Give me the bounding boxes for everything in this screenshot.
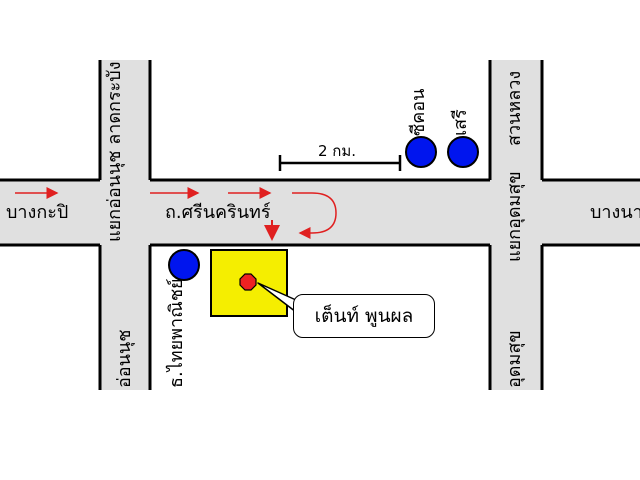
road-label-left-junction-upper: แยกอ่อนนุช ลาดกระบัง bbox=[104, 61, 125, 243]
u-turn-icon bbox=[292, 192, 337, 239]
landmark-label-bank: ธ.ไทยพาณิชย์ bbox=[166, 278, 187, 388]
road-label-right-end: บางนา bbox=[590, 202, 640, 223]
road-label-right-junction-bottom: อุดมสุข bbox=[504, 330, 525, 388]
scale-bar bbox=[278, 155, 402, 171]
road-label-right-junction-lower: แยกอุดมสุข bbox=[504, 171, 525, 262]
road-right-vertical bbox=[490, 60, 542, 390]
road-left-vertical bbox=[100, 60, 150, 390]
road-label-left-end: บางกะปิ bbox=[6, 202, 69, 223]
scale-label: 2 กม. bbox=[318, 142, 357, 160]
destination-callout: เต็นท์ พูนผล bbox=[293, 294, 435, 338]
circle-marker-icon bbox=[168, 249, 200, 281]
road-label-main: ถ.ศรีนครินทร์ bbox=[165, 202, 271, 223]
road-edges bbox=[0, 60, 640, 390]
road-label-left-junction-lower: อ่อนนุช bbox=[114, 329, 135, 388]
circle-marker-icon bbox=[447, 136, 479, 168]
road-main-horizontal bbox=[0, 180, 640, 245]
landmark-label-store-2: เสรี bbox=[450, 109, 471, 136]
circle-marker-icon bbox=[405, 136, 437, 168]
pin-icon bbox=[239, 273, 257, 291]
landmark-label-store-1: ซีคอน bbox=[408, 88, 429, 136]
road-label-right-junction-upper: สวนหลวง bbox=[504, 70, 525, 146]
destination-label: เต็นท์ พูนผล bbox=[314, 305, 414, 327]
